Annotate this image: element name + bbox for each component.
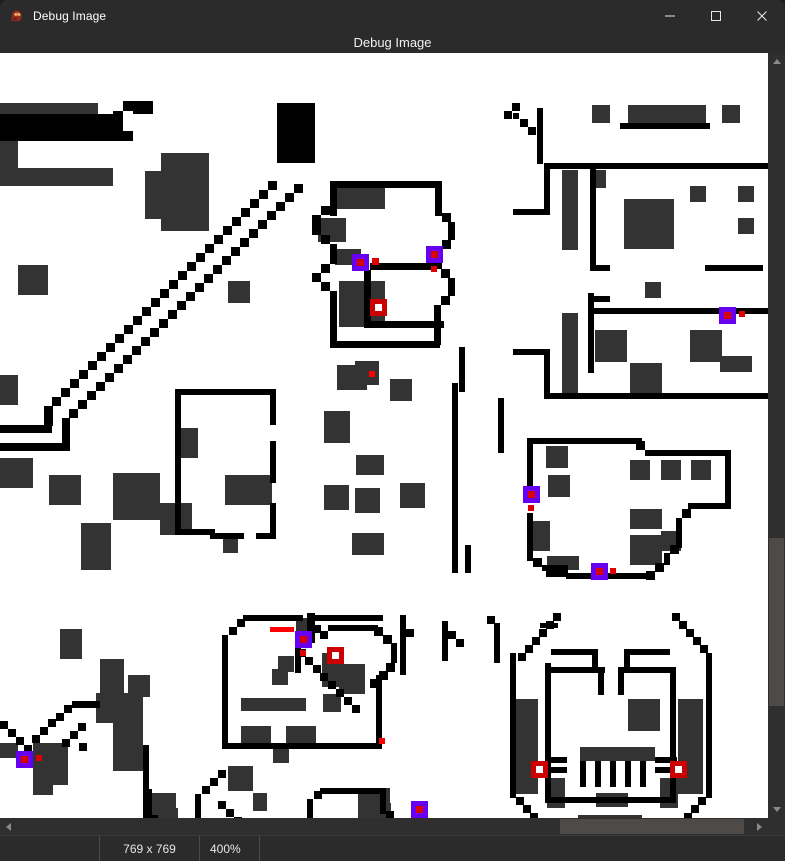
waypoint-marker (352, 254, 379, 271)
scroll-right-arrow[interactable] (751, 818, 768, 835)
scrollbar-corner (768, 818, 785, 835)
waypoint-markers (16, 246, 745, 818)
status-dimensions: 769 x 769 (100, 836, 200, 861)
scroll-up-arrow[interactable] (768, 53, 785, 70)
map-dot (369, 371, 375, 377)
target-marker (531, 761, 548, 778)
waypoint-marker (295, 631, 312, 656)
image-viewport[interactable] (0, 53, 768, 818)
status-zoom: 400% (200, 836, 260, 861)
waypoint-marker (591, 563, 616, 580)
map-walls (0, 101, 768, 818)
waypoint-marker (16, 751, 42, 768)
scroll-down-arrow[interactable] (768, 801, 785, 818)
target-marker (670, 761, 687, 778)
image-title-strip: Debug Image (0, 31, 785, 53)
map-dot (379, 738, 385, 744)
waypoint-marker (719, 307, 745, 324)
waypoint-marker (523, 486, 540, 511)
scroll-left-arrow[interactable] (0, 818, 17, 835)
minimize-button[interactable] (647, 0, 693, 31)
debug-map-image[interactable] (0, 53, 768, 818)
map-line (270, 627, 294, 632)
status-cell-spacer (0, 836, 100, 861)
image-title-label: Debug Image (353, 34, 432, 50)
target-marker (370, 299, 387, 316)
horizontal-scrollbar[interactable] (0, 818, 768, 835)
maximize-button[interactable] (693, 0, 739, 31)
window-title: Debug Image (33, 8, 107, 23)
app-icon (9, 8, 25, 24)
status-bar: 769 x 769 400% (0, 835, 785, 861)
waypoint-marker (411, 801, 428, 818)
vertical-scrollbar[interactable] (768, 53, 785, 818)
window-controls (647, 0, 785, 31)
map-dots (270, 371, 385, 744)
vertical-scrollbar-thumb[interactable] (769, 537, 784, 706)
status-extra (260, 836, 785, 861)
target-markers (327, 299, 687, 778)
waypoint-marker (426, 246, 443, 272)
close-button[interactable] (739, 0, 785, 31)
map-blocks (0, 103, 754, 818)
window-titlebar[interactable]: Debug Image (0, 0, 785, 31)
target-marker (327, 647, 344, 664)
horizontal-scrollbar-thumb[interactable] (560, 819, 744, 834)
